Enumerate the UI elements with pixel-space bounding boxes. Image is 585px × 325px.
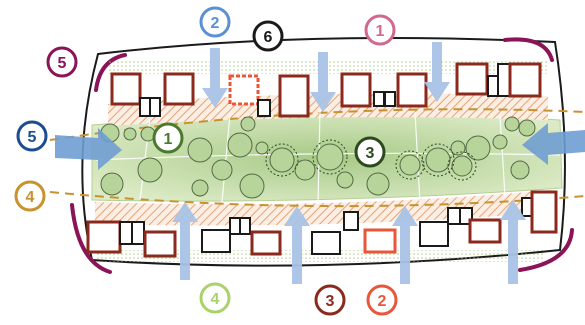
svg-text:5: 5 [28,129,37,146]
svg-text:3: 3 [366,145,375,162]
side-arrows [55,123,585,170]
trees [100,116,536,199]
marker-park-3: 3 [354,136,386,168]
marker-top-1: 1 [364,14,396,46]
svg-text:1: 1 [376,23,385,40]
dashed-axes [49,108,585,208]
svg-text:2: 2 [378,293,387,310]
svg-text:6: 6 [264,29,273,46]
svg-text:5: 5 [58,55,67,72]
svg-text:3: 3 [326,293,335,310]
bottom-buildings [86,190,558,258]
marker-left-4: 4 [14,180,46,212]
tree-cluster-halos [265,139,477,181]
svg-text:2: 2 [211,15,220,32]
marker-left-5-top: 5 [46,46,78,78]
access-arrows [172,42,526,284]
marker-top-2: 2 [199,6,231,38]
marker-top-6: 6 [252,20,284,52]
marker-left-5: 5 [16,120,48,152]
frame-corners [70,37,574,274]
marker-bottom-4: 4 [199,282,231,314]
marker-bottom-3: 3 [314,284,346,316]
marker-bottom-2: 2 [366,284,398,316]
svg-text:4: 4 [26,189,35,206]
marker-park-1: 1 [152,122,184,154]
svg-text:4: 4 [211,291,220,308]
svg-text:1: 1 [164,131,173,148]
top-buildings [110,62,542,118]
